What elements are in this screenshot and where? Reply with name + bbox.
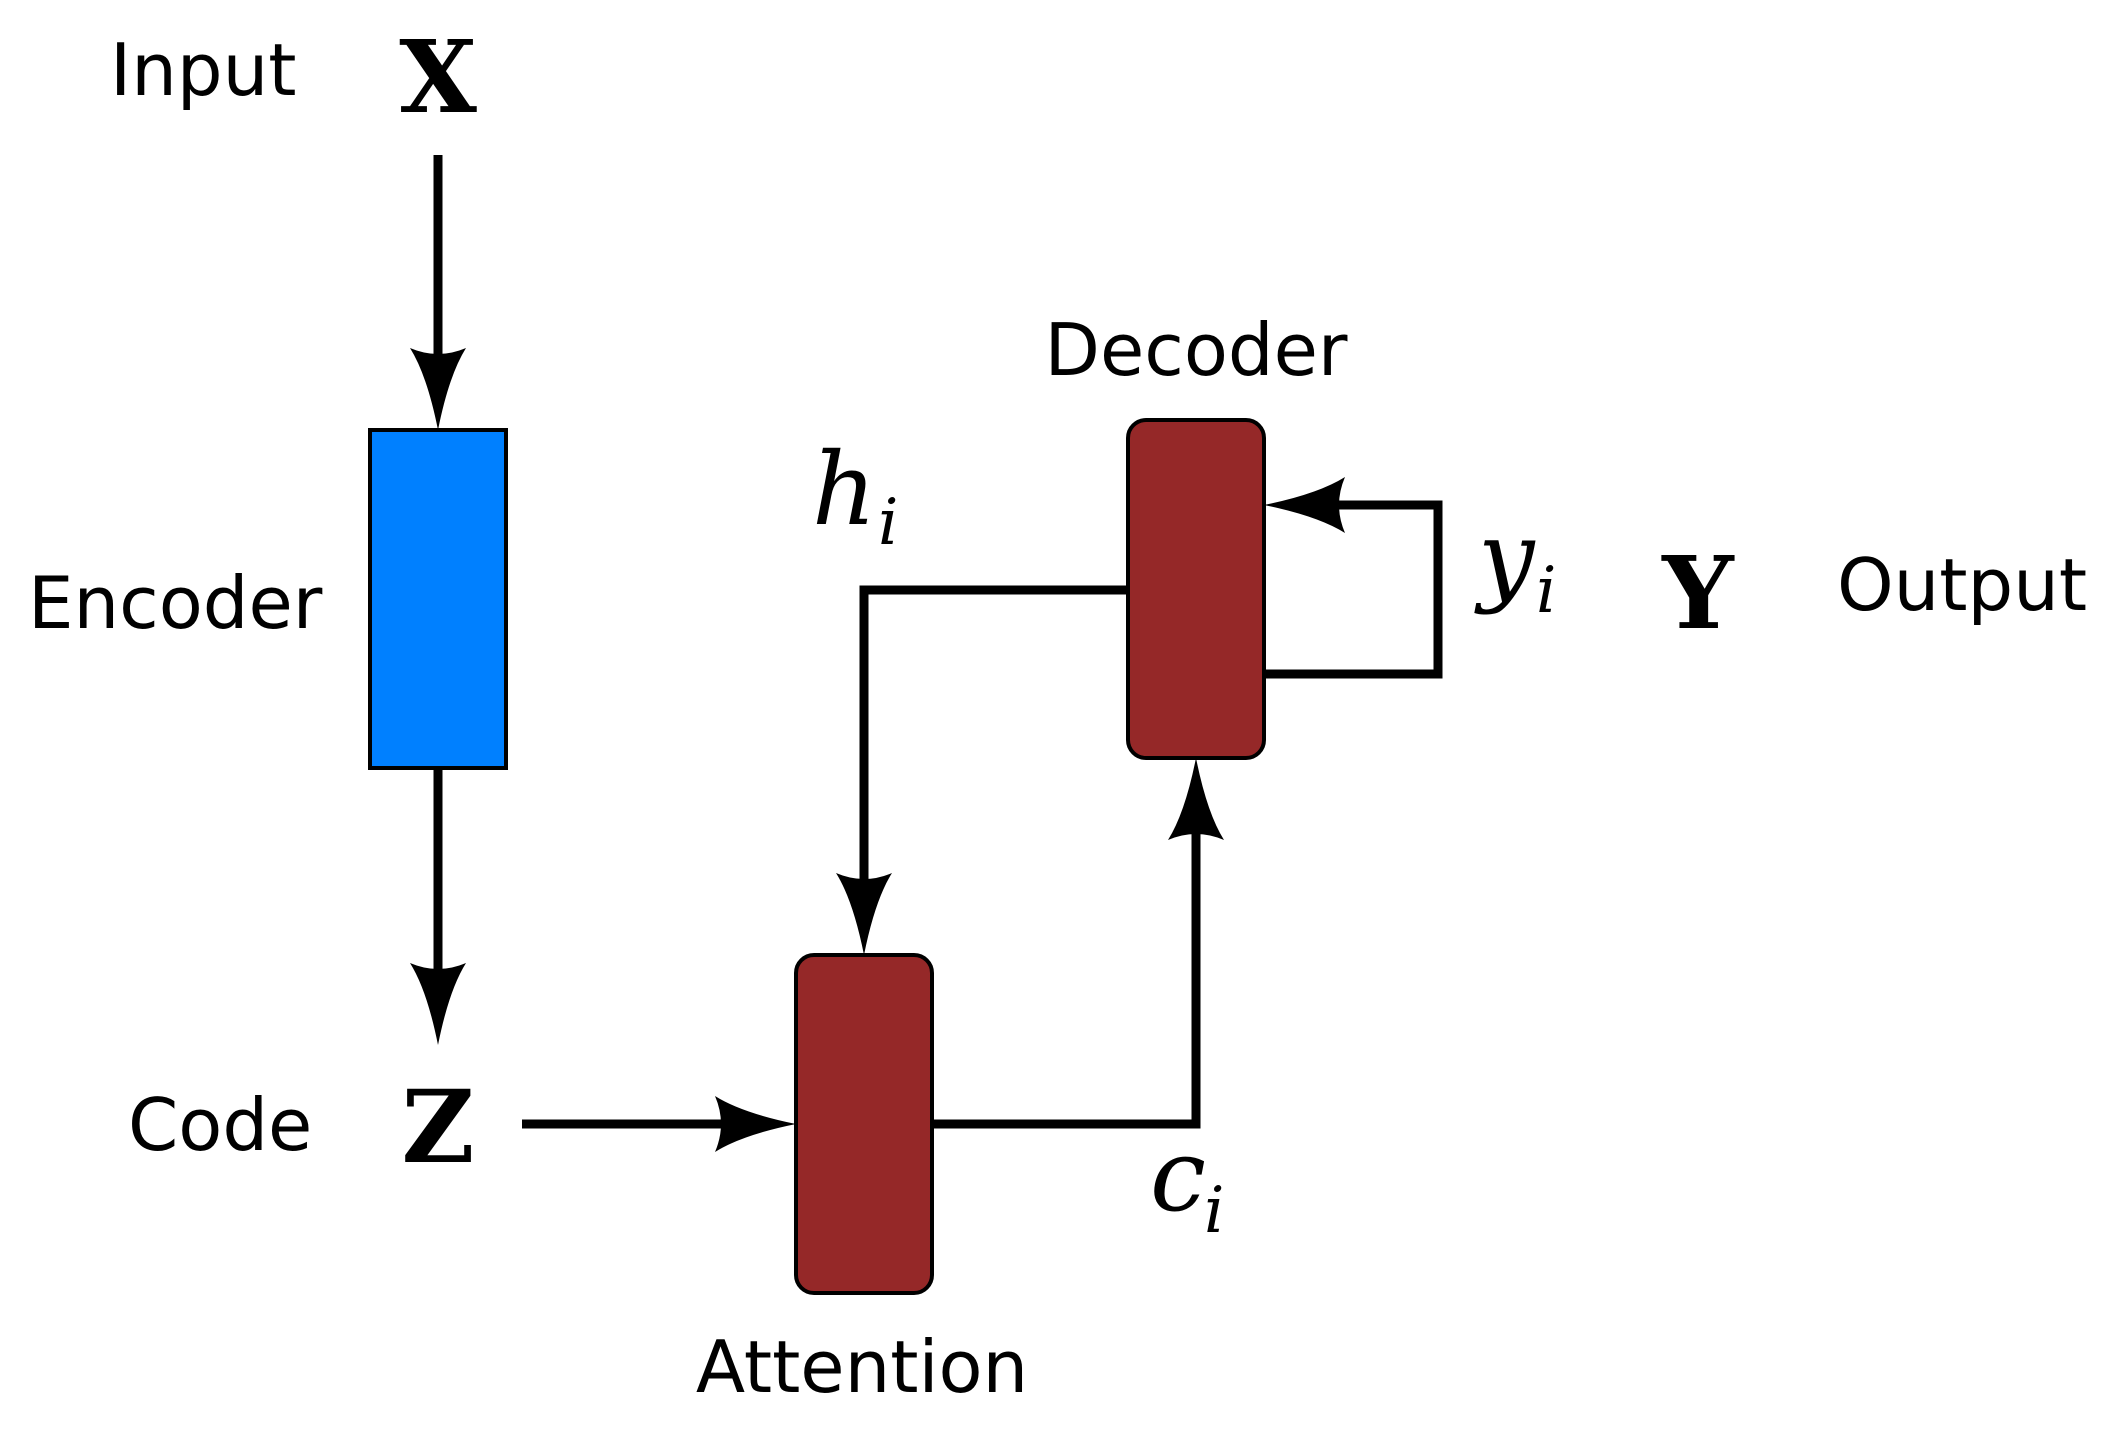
output-label: Output [1837,543,2087,627]
attention-to-decoder-wire [932,815,1201,1129]
input-symbol-x: X [399,18,477,136]
decoder-to-attention-wire [859,585,1128,895]
encoder-label: Encoder [28,561,323,645]
code-label: Code [128,1083,312,1167]
c-subscript: i [1204,1174,1224,1248]
encoder-to-code-arrowhead [410,963,466,1045]
code-symbol-z: Z [402,1068,475,1186]
attention-label: Attention [696,1325,1028,1409]
yi-subscript: i [1536,554,1556,628]
decoder-feedback-wire [1264,500,1443,679]
output-symbol-y: Y [1661,534,1735,652]
encoder-block [368,428,508,770]
input-to-encoder-arrowhead [410,348,466,430]
yi-symbol: y [1474,499,1536,616]
h-subscript: i [878,486,898,560]
decoder-block [1126,418,1266,760]
decoder-feedback-arrowhead [1264,477,1345,533]
code-to-attention-arrowhead [715,1096,796,1152]
h-symbol: h [812,431,876,548]
y-i-label: y i [1474,499,1556,628]
h-i-label: h i [812,431,898,560]
c-symbol: c [1150,1117,1206,1234]
attention-to-decoder-arrowhead [1168,758,1224,840]
decoder-to-attention-arrowhead [836,873,892,955]
decoder-label: Decoder [1045,308,1348,392]
c-i-label: c i [1150,1117,1224,1248]
attention-block [794,953,934,1295]
input-label: Input [110,28,296,112]
